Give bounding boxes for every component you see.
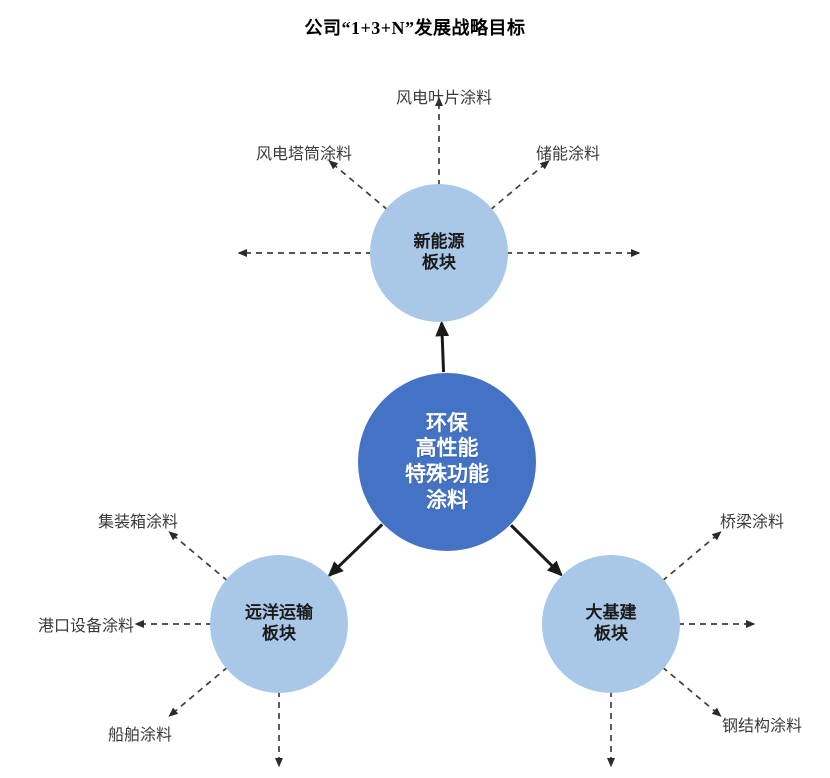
sector-node-major-infrastructure-line-2: 板块: [594, 624, 628, 643]
leaf-label-wind-tower-coating: 风电塔筒涂料: [255, 146, 352, 163]
core-node[interactable]: 环保高性能特殊功能涂料: [358, 373, 536, 551]
leaf-label-port-equipment-coating: 港口设备涂料: [37, 618, 134, 635]
sector-node-major-infrastructure-line-1: 大基建: [585, 603, 637, 623]
core-node-line-1: 环保: [426, 410, 468, 435]
dashed-connectors: [134, 96, 756, 768]
sector-node-ocean-transport[interactable]: 远洋运输板块: [210, 555, 348, 693]
sector-node-major-infrastructure[interactable]: 大基建板块: [542, 555, 680, 693]
leaf-label-wind-blade-coating: 风电叶片涂料: [395, 90, 493, 107]
connector-new-energy-to-energy-storage-coating: [489, 160, 550, 211]
core-node-line-4: 涂料: [426, 487, 468, 512]
connector-new-energy-to-wind-tower-coating: [328, 160, 389, 211]
leaf-label-steel-structure-coating: 钢结构涂料: [722, 718, 803, 735]
connector-major-infrastructure-to-steel-structure-coating: [661, 666, 722, 717]
sector-node-new-energy-line-2: 板块: [422, 253, 456, 272]
connector-core-to-new-energy: [435, 320, 450, 373]
leaf-label-container-coating: 集装箱涂料: [97, 514, 178, 531]
connector-core-to-ocean-transport: [327, 523, 384, 578]
connector-major-infrastructure-to-bridge-coating: [661, 531, 722, 582]
leaf-label-bridge-coating: 桥梁涂料: [720, 514, 785, 531]
sector-node-new-energy[interactable]: 新能源板块: [370, 184, 508, 322]
sector-node-ocean-transport-line-2: 板块: [262, 624, 296, 643]
connector-core-to-major-infrastructure: [509, 524, 563, 577]
leaf-label-energy-storage-coating: 储能涂料: [536, 146, 601, 163]
solid-connectors: [327, 320, 563, 578]
sector-node-ocean-transport-line-1: 远洋运输: [245, 603, 313, 623]
connector-ocean-transport-to-marine-coating: [168, 666, 229, 717]
page-title: 公司“1+3+N”发展战略目标: [304, 18, 526, 38]
core-node-line-2: 高性能: [415, 436, 479, 461]
core-node-line-3: 特殊功能: [405, 462, 489, 486]
sector-node-new-energy-line-1: 新能源: [413, 232, 465, 252]
connector-ocean-transport-to-container-coating: [168, 531, 229, 582]
leaf-label-marine-coating: 船舶涂料: [107, 727, 172, 744]
